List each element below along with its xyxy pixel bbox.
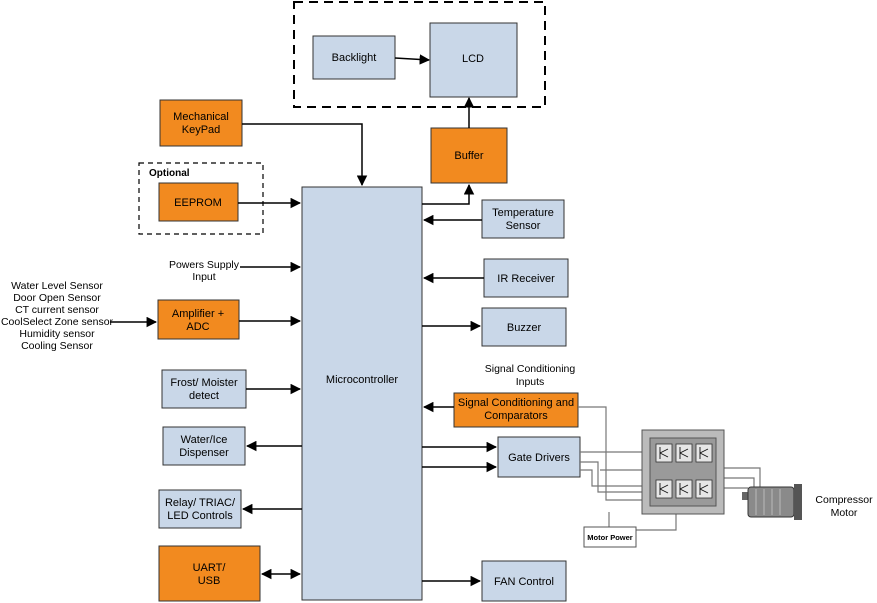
mechanical-keypad-block: Mechanical KeyPad — [159, 99, 243, 147]
buffer-label: Buffer — [454, 150, 483, 162]
uart-label-1: UART/ — [193, 562, 227, 574]
signal-cond-label-1: Signal Conditioning and — [458, 397, 574, 409]
signal-inputs-label-2: Inputs — [516, 376, 545, 388]
lcd-group-dashed — [293, 1, 546, 108]
water-ice-label-2: Dispenser — [179, 447, 229, 459]
water-ice-block: Water/Ice Dispenser — [162, 426, 246, 466]
eeprom-block: EEPROM — [158, 182, 239, 222]
signal-inputs-label-1: Signal Conditioning — [485, 363, 576, 375]
amplifier-adc-block: Amplifier + ADC — [157, 299, 240, 340]
arrow-backlight-lcd — [394, 54, 431, 65]
lcd-label: LCD — [462, 53, 484, 65]
ir-receiver-block: IR Receiver — [483, 258, 569, 298]
sensor-list: Water Level Sensor Door Open Sensor CT c… — [1, 280, 114, 352]
frost-detect-block: Frost/ Moister detect — [161, 369, 247, 409]
microcontroller-label: Microcontroller — [326, 374, 398, 386]
microcontroller-block: Microcontroller — [301, 186, 423, 601]
power-supply-label-2: Input — [192, 271, 215, 283]
gate-drivers-block: Gate Drivers — [497, 436, 581, 478]
compressor-motor-label-1: Compressor — [815, 494, 873, 506]
lcd-block: LCD — [429, 22, 518, 98]
fan-control-label: FAN Control — [494, 576, 554, 588]
gate-drivers-label: Gate Drivers — [508, 452, 570, 464]
sensor-label: CoolSelect Zone sensor — [1, 316, 114, 328]
buzzer-block: Buzzer — [481, 307, 567, 347]
backlight-block: Backlight — [312, 35, 396, 80]
optional-label: Optional — [149, 168, 190, 179]
ir-receiver-label: IR Receiver — [497, 273, 555, 285]
relay-label-2: LED Controls — [167, 510, 233, 522]
uart-label-2: USB — [198, 575, 221, 587]
amplifier-adc-label-2: ADC — [186, 321, 209, 333]
connectors — [110, 54, 498, 587]
sensor-label: Cooling Sensor — [21, 340, 93, 352]
signal-cond-label-2: Comparators — [484, 410, 548, 422]
mechanical-keypad-label-2: KeyPad — [182, 124, 221, 136]
signal-cond-block: Signal Conditioning and Comparators — [453, 392, 579, 428]
frost-detect-label-1: Frost/ Moister — [170, 377, 238, 389]
motor-power-label: Motor Power — [587, 533, 632, 542]
uart-block: UART/ USB — [158, 545, 261, 602]
fan-control-block: FAN Control — [481, 560, 567, 602]
arrow-keypad-mcu — [242, 123, 368, 187]
sensor-label: Water Level Sensor — [11, 280, 103, 292]
optional-group-dashed — [138, 162, 264, 235]
temperature-sensor-label-1: Temperature — [492, 207, 554, 219]
buzzer-label: Buzzer — [507, 322, 542, 334]
compressor-motor-label-2: Motor — [831, 507, 858, 519]
inverter-bridge — [578, 406, 761, 531]
mechanical-keypad-label-1: Mechanical — [173, 111, 229, 123]
amplifier-adc-label-1: Amplifier + — [172, 308, 224, 320]
arrow-mcu-buffer — [422, 183, 475, 205]
power-supply-label-1: Powers Supply — [169, 259, 240, 271]
sensor-label: Humidity sensor — [19, 328, 95, 340]
relay-block: Relay/ TRIAC/ LED Controls — [158, 489, 242, 529]
relay-label-1: Relay/ TRIAC/ — [165, 497, 236, 509]
sensor-label: CT current sensor — [15, 304, 99, 316]
frost-detect-label-2: detect — [189, 390, 219, 402]
compressor-motor-icon — [742, 484, 802, 520]
sensor-label: Door Open Sensor — [13, 292, 101, 304]
temperature-sensor-block: Temperature Sensor — [481, 199, 565, 239]
temperature-sensor-label-2: Sensor — [506, 220, 541, 232]
water-ice-label-1: Water/Ice — [181, 434, 228, 446]
eeprom-label: EEPROM — [174, 197, 222, 209]
motor-power-block: Motor Power — [583, 526, 637, 548]
buffer-block: Buffer — [430, 127, 508, 184]
backlight-label: Backlight — [332, 52, 377, 64]
